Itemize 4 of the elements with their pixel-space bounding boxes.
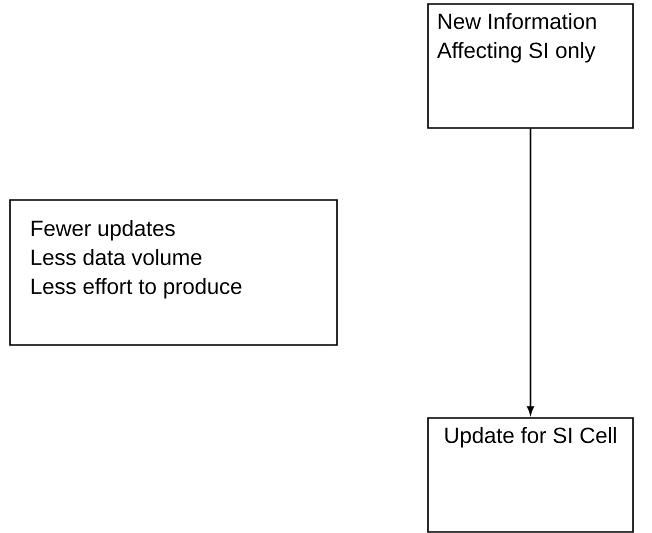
- text-box: Update for SI Cell: [427, 417, 634, 533]
- text-box: Fewer updates Less data volume Less effort to produce: [9, 199, 338, 346]
- text-box: New Information Affecting SI only: [427, 3, 634, 129]
- arrow: [527, 128, 534, 415]
